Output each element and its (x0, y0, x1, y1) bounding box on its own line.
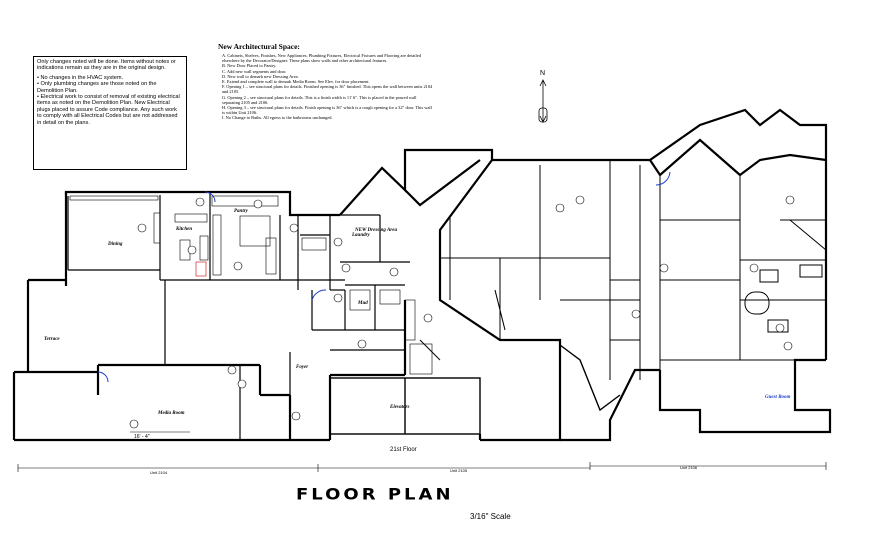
outer-walls-east (605, 108, 832, 434)
room-label-media: Media Room (157, 411, 185, 416)
room-label-pantry: Pantry (234, 209, 249, 214)
room-label-elevators: Elevators (389, 405, 409, 410)
elevator-box (329, 377, 481, 435)
callout-markers (129, 195, 795, 429)
interior-walls-west (67, 192, 410, 440)
north-arrow-icon: N (538, 70, 548, 123)
arch-item: C. Add new wall segments and door. (222, 68, 287, 74)
room-label-kitchen: Kitchen (175, 227, 192, 232)
outer-walls (12, 190, 407, 442)
arch-item: I. No Change to Baths. All egress to the… (222, 115, 333, 121)
interior-walls-middle (419, 160, 641, 412)
room-label-foyer: Foyer (296, 365, 308, 370)
kitchen-cabinets (69, 195, 433, 375)
notes-item: • No changes in the HVAC system. (37, 74, 124, 81)
architectural-list: A. Cabinets, Shelves, Finishes, New Appl… (222, 53, 434, 121)
arch-item: G. Opening 2 – see structural plans for … (222, 94, 417, 105)
notes-item: • Only plumbing changes are those noted … (37, 81, 157, 94)
arch-item: H. Opening 3 – see structural plans for … (222, 105, 432, 116)
arch-item: E. Extend and complete wall to demark Me… (222, 79, 370, 85)
notes-item: • Electrical work to consist of removal … (37, 94, 180, 126)
dimension-lines (17, 431, 827, 472)
unit-label-2104: Unit 2104 (150, 470, 168, 475)
dimension-label: 16' - 4" (134, 434, 150, 440)
architectural-title: New Architectural Space: (218, 42, 300, 51)
room-label-laundry: Laundry (351, 233, 371, 238)
room-label-terrace: Terrace (44, 337, 60, 342)
unit-label-2105: Unit 2105 (450, 468, 468, 473)
drawing-title: FLOOR PLAN (296, 485, 454, 504)
scale-label: 3/16" Scale (470, 512, 511, 521)
arch-item: F. Opening 1 – see structural plans for … (222, 84, 433, 95)
unit-label-2106: Unit 2106 (680, 465, 698, 470)
arch-item: A. Cabinets, Shelves, Finishes, New Appl… (222, 53, 421, 64)
compass-north-label: N (540, 70, 545, 77)
interior-walls-east (659, 175, 827, 370)
room-label-mud: Mud (357, 301, 368, 306)
room-label-dressing: NEW Dressing Area (354, 228, 397, 233)
arch-item: B. New Door Placed to Pantry. (222, 63, 277, 69)
general-notes-box: Only changes noted will be done. Items w… (33, 56, 187, 170)
arch-item: D. New wall to demark new Dressing Area. (222, 73, 299, 79)
room-label-dining: Dining (107, 242, 123, 247)
notes-intro: Only changes noted will be done. Items w… (37, 59, 176, 72)
floor-label: 21st Floor (390, 447, 417, 453)
door-swings (97, 171, 671, 383)
room-label-guest: Guest Room (765, 395, 791, 400)
